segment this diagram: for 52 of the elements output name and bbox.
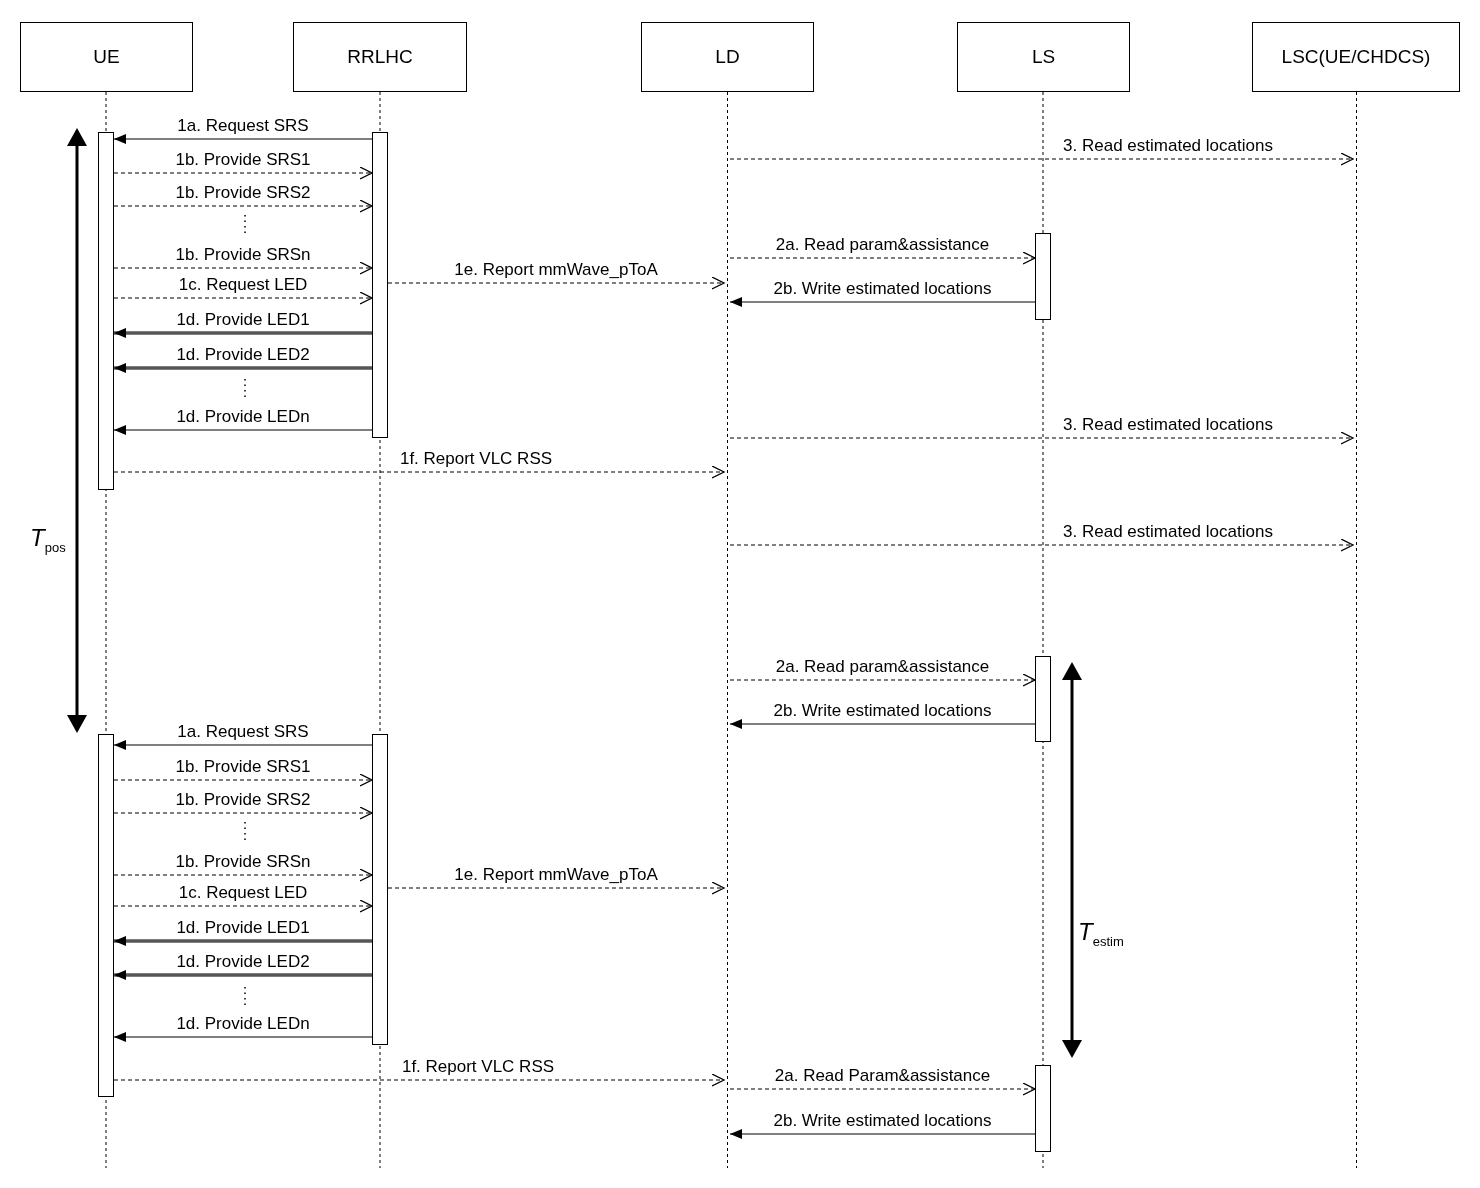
participant-box — [293, 22, 467, 92]
participant-name: UE — [93, 46, 120, 68]
participant-name: LS — [1031, 46, 1056, 68]
message-arrow — [729, 673, 1036, 687]
message-arrow — [729, 538, 1354, 552]
message-arrow — [113, 773, 373, 787]
message-arrow — [113, 1073, 725, 1087]
message-arrow — [113, 134, 373, 144]
message-arrow — [113, 291, 373, 305]
participant-name: RRLHC — [347, 46, 413, 68]
message-arrow — [729, 251, 1036, 265]
message-arrow — [729, 1129, 1036, 1139]
message-label: 1e. Report mmWave_pToA — [452, 260, 660, 280]
participant-box — [20, 22, 193, 92]
message-arrow — [113, 261, 373, 275]
message-label: 1a. Request SRS — [175, 722, 311, 742]
participant-name: LD — [715, 46, 740, 68]
message-arrow — [729, 719, 1036, 729]
message-label: 1a. Request SRS — [175, 116, 311, 136]
activation-bar — [372, 734, 388, 1045]
message-arrow — [113, 199, 373, 213]
message-arrow — [114, 936, 372, 946]
message-arrow — [729, 431, 1354, 445]
message-label: 2a. Read param&assistance — [773, 235, 992, 255]
participant-box — [957, 22, 1130, 92]
message-arrow — [729, 297, 1036, 307]
duration-label: T$_{pos}$ — [30, 524, 66, 555]
message-label: 2a. Read param&assistance — [773, 657, 992, 677]
message-arrow — [114, 970, 372, 980]
activation-bar — [98, 132, 114, 490]
participant-name: LSC(UE/CHDCS) — [1281, 46, 1431, 68]
activation-bar — [1035, 233, 1051, 320]
activation-bar — [1035, 1065, 1051, 1152]
message-arrow — [114, 363, 372, 373]
message-label: 1e. Report mmWave_pToA — [452, 865, 660, 885]
message-arrow — [113, 465, 725, 479]
message-arrow — [113, 166, 373, 180]
message-arrow — [387, 881, 725, 895]
message-arrow — [387, 276, 725, 290]
message-arrow — [113, 868, 373, 882]
message-arrow — [113, 806, 373, 820]
activation-bar — [372, 132, 388, 438]
message-arrow — [113, 740, 373, 750]
activation-bar — [1035, 656, 1051, 742]
message-arrow — [113, 1032, 373, 1042]
message-arrow — [729, 152, 1354, 166]
activation-bar — [98, 734, 114, 1097]
message-arrow — [113, 899, 373, 913]
message-arrow — [114, 328, 372, 338]
message-arrow — [113, 425, 373, 435]
duration-label: T$_{estim}$ — [1078, 918, 1124, 949]
message-arrow — [729, 1082, 1036, 1096]
